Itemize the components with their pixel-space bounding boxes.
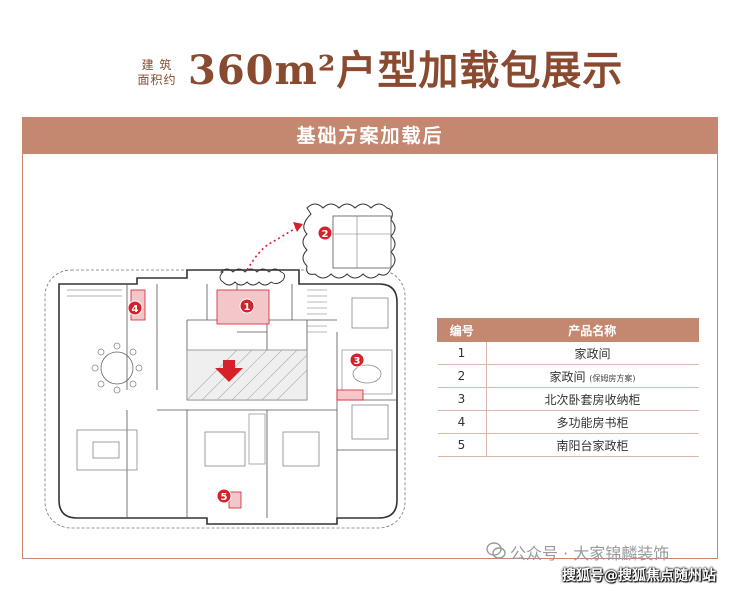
legend-name: 家政间 xyxy=(486,341,699,365)
entrance-arrow xyxy=(215,360,243,382)
callout-cloud-small xyxy=(219,268,286,286)
dining-chair xyxy=(97,348,105,356)
maid-room-walls xyxy=(333,216,391,268)
maid-room-plan xyxy=(332,215,392,269)
table-row: 3 北次卧套房收纳柜 xyxy=(437,387,699,411)
dining-chair xyxy=(113,342,121,350)
study-shelves xyxy=(67,289,122,297)
content-panel: 基础方案加载后 xyxy=(22,117,718,559)
plan-core xyxy=(186,349,308,401)
bathroom xyxy=(248,413,266,465)
marker-4-label: 4 xyxy=(132,304,139,315)
floor-plan: 1 2 3 4 5 xyxy=(44,203,406,529)
marker-4-circle xyxy=(127,300,143,316)
dining-table xyxy=(100,351,134,385)
legend-num: 4 xyxy=(437,410,487,434)
plan-outer-wall xyxy=(58,269,398,525)
legend-name-text: 南阳台家政柜 xyxy=(556,438,629,453)
marker-3-circle xyxy=(349,352,365,368)
callout-cloud-main xyxy=(302,203,396,279)
area-label: 建 筑 面积约 xyxy=(134,58,180,88)
callout-arrowhead xyxy=(293,222,303,232)
bed xyxy=(351,297,389,329)
legend-name-text: 多功能房书柜 xyxy=(556,415,629,430)
legend-name-text: 北次卧套房收纳柜 xyxy=(544,392,641,407)
table-row: 1 家政间 xyxy=(437,341,699,365)
legend-name: 北次卧套房收纳柜 xyxy=(486,387,699,411)
dining-chair xyxy=(97,380,105,388)
watermark-wechat: 公众号 · 大家锦麟装饰 xyxy=(510,544,670,563)
marker-1-circle xyxy=(239,298,255,314)
legend-num: 5 xyxy=(437,433,487,457)
sofa xyxy=(76,429,138,471)
page-heading: 建 筑 面积约 360m²户型加载包展示 xyxy=(0,28,740,108)
bathtub xyxy=(352,364,382,384)
module-3-area xyxy=(336,389,364,401)
legend-num: 1 xyxy=(437,341,487,365)
legend-name-text: 家政间 xyxy=(549,369,586,384)
area-label-line2: 面积约 xyxy=(137,73,177,87)
wechat-icon xyxy=(486,542,506,559)
legend-name-text: 家政间 xyxy=(574,346,611,361)
marker-2-label: 2 xyxy=(322,229,329,240)
plan-stairs xyxy=(307,289,327,333)
marker-1-label: 1 xyxy=(244,302,251,313)
table-row: 4 多功能房书柜 xyxy=(437,410,699,434)
coffee-table xyxy=(92,441,120,459)
legend-name: 家政间 (保姆房方案) xyxy=(486,364,699,388)
dining-chair xyxy=(129,348,137,356)
legend-num: 3 xyxy=(437,387,487,411)
page-title: 360m²户型加载包展示 xyxy=(188,47,624,94)
marker-5-circle xyxy=(216,488,232,504)
bathroom xyxy=(341,349,393,395)
dining-chair xyxy=(129,380,137,388)
legend-name: 多功能房书柜 xyxy=(486,410,699,434)
watermark-sohu: 搜狐号@搜狐焦点随州站 xyxy=(562,568,716,584)
legend-header-name: 产品名称 xyxy=(485,318,699,342)
dining-chair xyxy=(135,364,143,372)
section-banner: 基础方案加载后 xyxy=(23,118,717,154)
legend-header-num: 编号 xyxy=(437,318,487,342)
table-row: 2 家政间 (保姆房方案) xyxy=(437,364,699,388)
dining-chair xyxy=(113,386,121,394)
marker-2-circle xyxy=(317,225,333,241)
table-row: 5 南阳台家政柜 xyxy=(437,433,699,457)
legend-name-note: (保姆房方案) xyxy=(589,373,636,383)
dining-chair xyxy=(91,364,99,372)
bed xyxy=(204,431,246,467)
legend-header-row: 编号 产品名称 xyxy=(437,318,699,342)
area-label-line1: 建 筑 xyxy=(141,58,173,72)
marker-5-label: 5 xyxy=(221,492,228,503)
marker-3-label: 3 xyxy=(354,356,361,367)
plan-boundary xyxy=(44,269,406,529)
bed xyxy=(282,431,320,467)
legend-table: 编号 产品名称 1 家政间 2 家政间 (保姆房方案) 3 北次卧套房收纳柜 4… xyxy=(437,318,699,457)
bed xyxy=(351,404,389,440)
legend-name: 南阳台家政柜 xyxy=(486,433,699,457)
legend-num: 2 xyxy=(437,364,487,388)
callout-arrow xyxy=(246,225,300,271)
